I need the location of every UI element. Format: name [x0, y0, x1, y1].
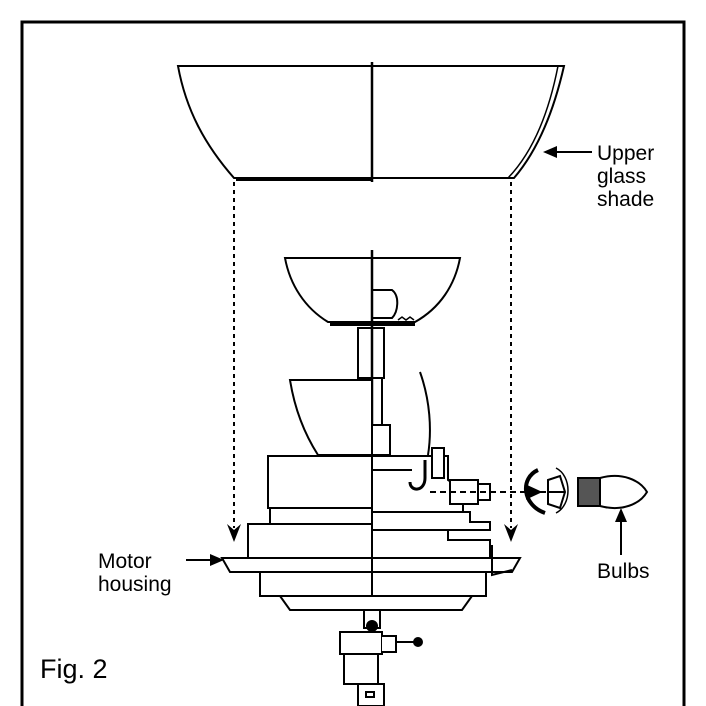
motor-housing-label: Motor housing: [98, 550, 172, 596]
upper-glass-shade-label: Upper glass shade: [597, 142, 654, 211]
motor-housing: [220, 523, 522, 611]
upper-glass-shade-label-line-2: glass: [597, 165, 647, 188]
figure-frame: [20, 20, 686, 706]
bulbs-pointer: [615, 508, 627, 555]
upper-glass-shade: [176, 62, 566, 182]
motor-housing-label-line-1: Motor: [98, 550, 152, 573]
upper-glass-shade-label-line-3: shade: [597, 188, 655, 211]
middle-cup: [288, 371, 431, 456]
socket-assembly: [430, 467, 569, 515]
upper-glass-shade-label-line-1: Upper: [597, 142, 655, 165]
arrowhead-left: [227, 524, 241, 542]
downrod-hardware: [339, 609, 423, 706]
figure-caption: Fig. 2: [40, 654, 108, 684]
alignment-guides: [233, 182, 512, 528]
motor-housing-label-line-2: housing: [98, 573, 172, 596]
upper-shade-pointer: [543, 146, 592, 158]
bulbs-label: Bulbs: [597, 560, 650, 583]
bulb: [577, 474, 649, 510]
arrowhead-right: [504, 524, 518, 542]
light-kit-housing: [267, 447, 491, 531]
motor-pointer: [186, 554, 224, 566]
